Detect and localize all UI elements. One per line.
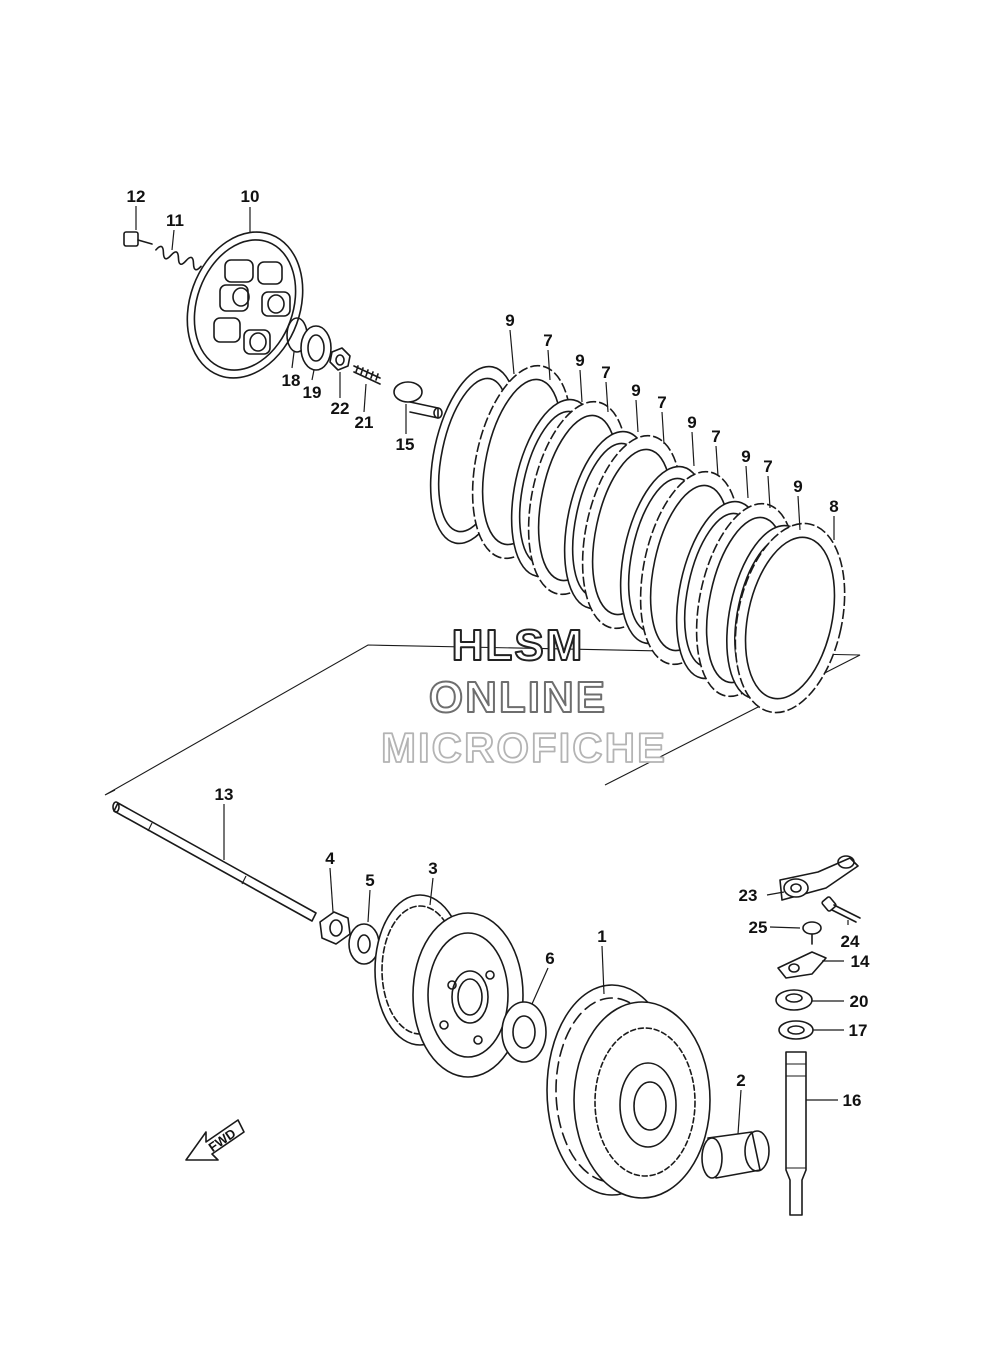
callout-13: 13 xyxy=(215,785,234,804)
screw-25 xyxy=(802,921,822,945)
callout-7a: 7 xyxy=(543,331,552,350)
bolt-12 xyxy=(123,231,153,247)
callout-11: 11 xyxy=(166,211,184,230)
sleeve-2 xyxy=(701,1130,770,1179)
callout-22: 22 xyxy=(331,399,350,418)
callout-7c: 7 xyxy=(657,393,666,412)
callout-19: 19 xyxy=(303,383,322,402)
oil-seal-20 xyxy=(775,989,813,1011)
callout-25: 25 xyxy=(749,918,768,937)
washer-17 xyxy=(778,1020,814,1040)
release-arm-23 xyxy=(779,855,859,901)
push-rod-13 xyxy=(112,801,317,922)
watermark-line1: HLSM xyxy=(452,621,585,670)
nut-4 xyxy=(319,911,351,945)
callout-9e: 9 xyxy=(741,447,750,466)
thrust-washer-6 xyxy=(501,1001,547,1063)
pressure-plate xyxy=(186,231,304,379)
callout-10: 10 xyxy=(241,187,260,206)
callout-18: 18 xyxy=(282,371,301,390)
callout-14: 14 xyxy=(851,952,870,971)
callout-9b: 9 xyxy=(575,351,584,370)
callout-7e: 7 xyxy=(763,457,772,476)
callout-5: 5 xyxy=(365,871,374,890)
fwd-direction-arrow: FWD xyxy=(185,1119,245,1161)
callout-2: 2 xyxy=(736,1071,745,1090)
bearing-19 xyxy=(300,325,332,371)
callout-4: 4 xyxy=(325,849,335,868)
callout-20: 20 xyxy=(850,992,869,1011)
release-shaft-16 xyxy=(785,1051,807,1216)
callout-17: 17 xyxy=(849,1021,868,1040)
watermark: HLSM ONLINE MICROFICHE xyxy=(380,620,667,772)
leader-lines xyxy=(135,206,849,1135)
callout-8: 8 xyxy=(829,497,838,516)
washer-5 xyxy=(348,923,380,965)
callout-15: 15 xyxy=(396,435,415,454)
clutch-housing-1 xyxy=(546,984,711,1199)
spring xyxy=(155,245,202,271)
adjuster-screw-21 xyxy=(353,365,381,385)
pusher-15 xyxy=(393,381,443,419)
callout-1: 1 xyxy=(597,927,606,946)
callout-16: 16 xyxy=(843,1091,862,1110)
assembly-frame xyxy=(104,644,861,796)
callout-23: 23 xyxy=(739,886,758,905)
callout-9c: 9 xyxy=(631,381,640,400)
clutch-hub-3 xyxy=(374,894,524,1078)
callout-3: 3 xyxy=(428,859,437,878)
callout-6: 6 xyxy=(545,949,554,968)
callout-9a: 9 xyxy=(505,311,514,330)
callout-24: 24 xyxy=(841,932,860,951)
callout-9d: 9 xyxy=(687,413,696,432)
watermark-line3: MICROFICHE xyxy=(381,724,667,771)
bolt-24 xyxy=(821,896,861,923)
clutch-plate-stack xyxy=(429,364,846,714)
nut-22 xyxy=(329,347,351,371)
callout-21: 21 xyxy=(355,413,374,432)
callout-numbers: 12 11 10 9 7 9 7 9 7 9 7 9 7 9 8 18 19 2… xyxy=(127,187,870,1110)
callout-12: 12 xyxy=(127,187,146,206)
callout-7d: 7 xyxy=(711,427,720,446)
plate-14 xyxy=(777,951,827,979)
callout-7b: 7 xyxy=(601,363,610,382)
callout-9f: 9 xyxy=(793,477,802,496)
watermark-line2: ONLINE xyxy=(429,673,607,722)
